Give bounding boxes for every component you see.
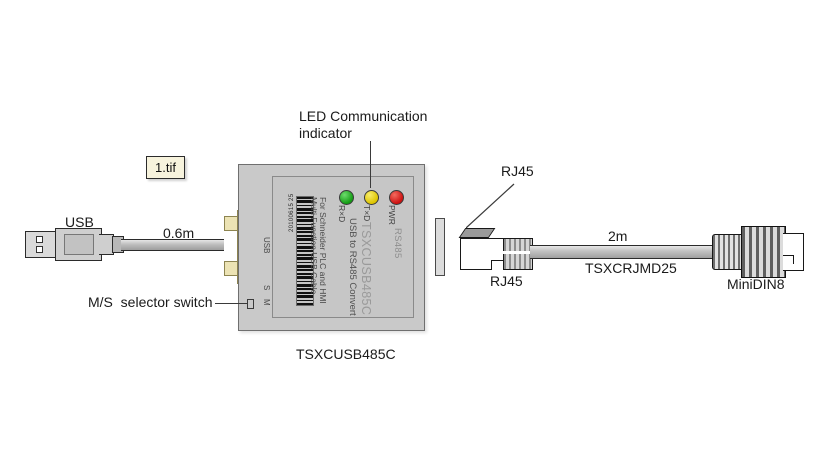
- tif-file-badge[interactable]: 1.tif: [146, 156, 185, 179]
- rj45-tab-cutout: [491, 260, 506, 270]
- minidin-connector-label: MiniDIN8: [727, 276, 785, 292]
- db9-shroud-notch: [224, 230, 238, 262]
- minidin-strain-relief: [712, 234, 744, 270]
- cable-segment-rj45-to-din: [530, 245, 715, 259]
- cable-model-label: TSXCRJMD25: [585, 260, 677, 276]
- ms-selector-leader-line: [215, 303, 249, 305]
- usb-plug-inset: [64, 234, 94, 255]
- led-callout-leader-line: [370, 141, 372, 188]
- rj45-callout-leader-line: [466, 183, 515, 228]
- led-pwr-indicator: [389, 190, 404, 205]
- led-pwr-label: PWR: [387, 205, 397, 225]
- device-side-ear: [435, 218, 445, 276]
- minidin-tip-notch: [783, 255, 794, 264]
- rj45-latch-clip-icon: [458, 228, 496, 238]
- panel-text-rs485-port: RS485: [392, 228, 403, 259]
- switch-position-slave-label: S: [262, 285, 271, 291]
- usb-pin-icon: [36, 246, 43, 253]
- rj45-boot-split: [503, 251, 531, 254]
- led-txd-label: T×D: [362, 205, 372, 222]
- usb-pin-icon: [36, 236, 43, 243]
- panel-text-converter-function: USB to RS485 Convert: [347, 218, 358, 316]
- led-callout-line1: LED Communication: [299, 108, 428, 124]
- cable-length-label-din-side: 2m: [608, 228, 628, 244]
- usb-connector-label: USB: [65, 214, 94, 230]
- minidin-tip: [783, 233, 804, 271]
- panel-text-model-watermark: TSXCUSB485C: [359, 222, 373, 316]
- barcode-serial-text: 20100615 25: [289, 193, 295, 232]
- device-model-caption: TSXCUSB485C: [296, 346, 396, 362]
- ms-selector-switch[interactable]: [247, 299, 254, 309]
- rj45-callout-label: RJ45: [501, 163, 534, 179]
- led-callout-line2: indicator: [299, 125, 352, 141]
- minidin-barrel: [741, 226, 786, 278]
- rj45-strain-boot: [503, 238, 533, 270]
- switch-position-master-label: M: [262, 299, 271, 306]
- led-rxd-indicator: [339, 190, 354, 205]
- rj45-bottom-label: RJ45: [490, 273, 523, 289]
- ms-selector-label: M/S selector switch: [88, 294, 213, 310]
- panel-text-usb-port: USB: [262, 237, 271, 254]
- led-txd-indicator: [364, 190, 379, 205]
- panel-text-schneider: For Schneider PLC and HMI: [318, 197, 328, 304]
- cable-length-label-usb-side: 0.6m: [163, 225, 195, 241]
- usb-plug-housing: [55, 228, 102, 261]
- cable-segment-usb-side: [121, 239, 225, 251]
- barcode-icon: [296, 196, 314, 306]
- led-rxd-label: R×D: [337, 205, 347, 223]
